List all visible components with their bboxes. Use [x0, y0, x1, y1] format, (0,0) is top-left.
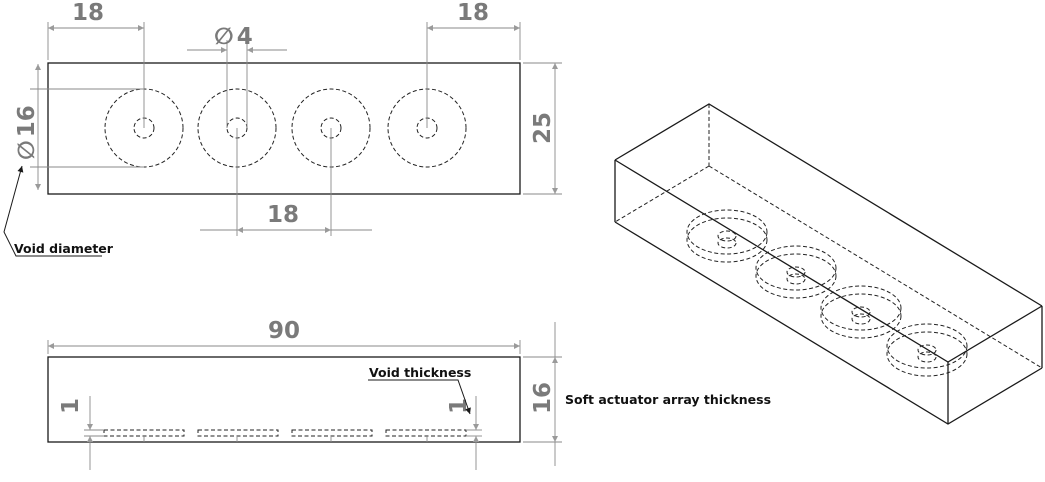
dimension-length: 90 — [47, 318, 521, 354]
iso-void-4 — [886, 323, 968, 377]
dimension-text-top-left: 18 — [72, 0, 104, 26]
dimension-text-hole-diameter: ∅4 — [214, 24, 253, 50]
void-slot-3 — [291, 429, 373, 442]
iso-void-3 — [820, 285, 902, 339]
void-thickness-label: Void thickness — [369, 365, 471, 380]
array-thickness-label: Soft actuator array thickness — [565, 392, 771, 407]
void-slot-4 — [385, 429, 467, 442]
void-thickness-callout: Void thickness — [368, 365, 471, 415]
dimension-text-right-void-thickness: 1 — [446, 398, 472, 414]
dimension-hole-diameter: ∅4 — [187, 24, 287, 128]
dimension-text-length: 90 — [268, 318, 300, 344]
dimension-text-hole-pitch: 18 — [267, 202, 299, 228]
dimension-array-thickness: 16 — [523, 322, 562, 466]
dimension-text-array-thickness: 16 — [530, 382, 556, 414]
diameter-symbol-vertical: ∅ — [14, 140, 40, 160]
void-diameter-callout: Void diameter — [3, 165, 114, 257]
diameter-symbol: ∅ — [214, 24, 234, 50]
dimension-top-left: 18 — [47, 0, 145, 128]
dimension-void-diameter: ∅ 16 — [14, 64, 144, 190]
dimension-text-left-void-thickness: 1 — [58, 398, 84, 414]
dimension-width: 25 — [523, 62, 562, 195]
dimension-top-right: 18 — [426, 0, 521, 128]
void-diameter-label: Void diameter — [14, 241, 114, 256]
front-view: 90 16 Soft actuator array thickness 1 1 — [47, 318, 771, 470]
void-slot-1 — [103, 429, 185, 442]
void-slot-2 — [197, 429, 279, 442]
isometric-view — [614, 103, 1043, 425]
dimension-text-void-diameter: ∅ 16 — [14, 105, 40, 160]
dimension-text-width: 25 — [530, 112, 556, 144]
iso-void-1 — [686, 209, 768, 263]
iso-void-2 — [755, 245, 837, 299]
dimension-left-void-thickness: 1 — [58, 396, 104, 470]
void-diameter-value: 16 — [14, 105, 40, 137]
dimension-text-top-right: 18 — [457, 0, 489, 26]
front-view-outline — [47, 356, 521, 443]
dimension-hole-pitch: 18 — [200, 128, 372, 236]
top-view-outline — [47, 62, 521, 195]
hole-diameter-value: 4 — [237, 24, 253, 50]
dimension-right-void-thickness: 1 — [446, 396, 482, 470]
top-view: 18 ∅4 18 ∅16 — [3, 0, 562, 257]
